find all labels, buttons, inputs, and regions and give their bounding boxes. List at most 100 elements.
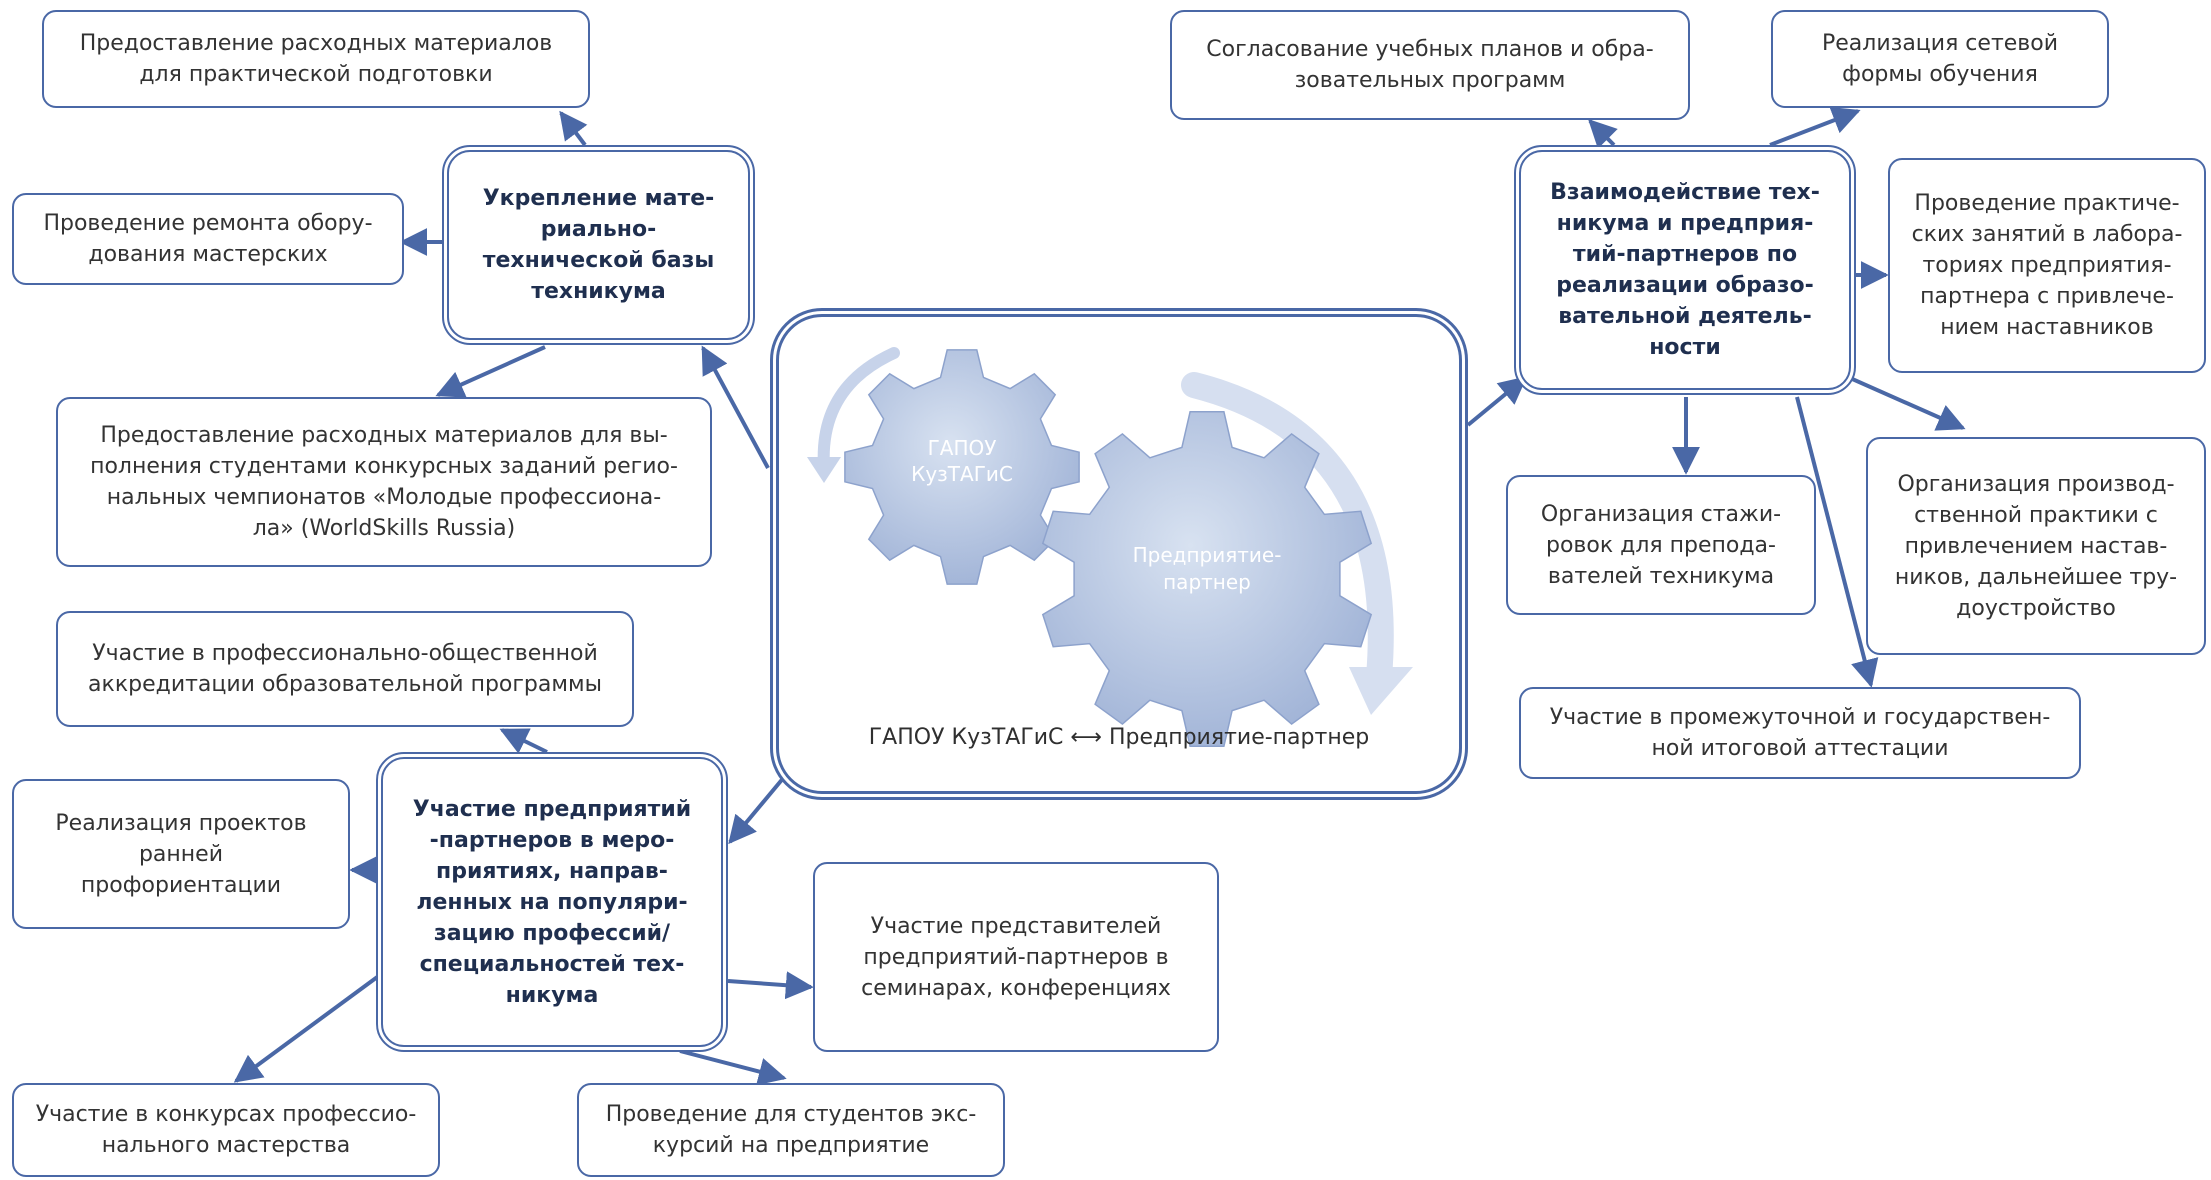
text-line: ровок для препода- bbox=[1545, 532, 1776, 558]
box-consumables-competitions-text: Предоставление расходных материалов для … bbox=[90, 420, 678, 544]
box-early-orientation-text: Реализация проектов ранней профориентаци… bbox=[55, 808, 306, 901]
hub-material-base: Укрепление мате- риально- технической ба… bbox=[442, 145, 755, 345]
text-line: Реализация проектов bbox=[55, 810, 307, 836]
arrow-center-to-material-base bbox=[701, 345, 770, 469]
text-line: нального мастерства bbox=[101, 1133, 351, 1158]
text-line: дования мастерских bbox=[88, 242, 328, 267]
hub-interaction: Взаимодействие тех- никума и предприя- т… bbox=[1514, 145, 1856, 395]
text-line: ности bbox=[1649, 335, 1721, 360]
text-line: Укрепление мате- bbox=[482, 186, 715, 211]
rotation-arrowhead-small-icon bbox=[807, 457, 841, 483]
text-line: для практической подготовки bbox=[139, 62, 493, 87]
arrow-center-to-popularization bbox=[728, 768, 792, 845]
text-line: приятиях, направ- bbox=[436, 858, 668, 884]
box-seminars-text: Участие представителей предприятий-партн… bbox=[861, 911, 1171, 1004]
text-line: техникума bbox=[531, 279, 666, 304]
box-excursions-text: Проведение для студентов экс- курсий на … bbox=[606, 1099, 977, 1161]
arrow-interaction-to-curriculum bbox=[1588, 119, 1618, 149]
text-line: ранней bbox=[138, 841, 224, 867]
hub-interaction-text: Взаимодействие тех- никума и предприя- т… bbox=[1550, 177, 1820, 363]
arrow-popularization-to-seminars bbox=[727, 971, 814, 1000]
hub-popularization-text: Участие предприятий -партнеров в меро- п… bbox=[413, 794, 691, 1011]
text-line: ториях предприятия- bbox=[1922, 253, 2172, 278]
text-line: Организация производ- bbox=[1897, 471, 2175, 497]
text-line: нальных чемпионатов «Молодые профессиона… bbox=[106, 485, 662, 510]
rotation-arc-large-icon bbox=[1181, 372, 1394, 690]
text-line: Предоставление расходных материалов bbox=[79, 31, 553, 56]
gear-small-label-line2: КузТАГиС bbox=[911, 462, 1013, 486]
text-line: ских занятий в лабора- bbox=[1911, 222, 2183, 247]
box-attestation: Участие в промежуточной и государствен- … bbox=[1519, 687, 2081, 779]
text-line: Предоставление расходных материалов для … bbox=[100, 423, 668, 448]
box-accreditation-text: Участие в профессионально-общественной а… bbox=[88, 638, 602, 700]
box-practical-classes-text: Проведение практиче- ских занятий в лабо… bbox=[1912, 188, 2183, 343]
box-attestation-text: Участие в промежуточной и государствен- … bbox=[1550, 702, 2051, 764]
text-line: доустройство bbox=[1956, 595, 2116, 621]
text-line: зовательных программ bbox=[1294, 68, 1566, 93]
center-panel: ГАПОУ КузТАГиС Предприятие- партнер ГАПО… bbox=[770, 308, 1468, 800]
text-line: технической базы bbox=[482, 248, 715, 273]
gear-large-label-line1: Предприятие- bbox=[1133, 543, 1282, 567]
hub-material-base-text: Укрепление мате- риально- технической ба… bbox=[483, 183, 715, 307]
gear-small-label-line1: ГАПОУ bbox=[928, 436, 997, 460]
arrow-center-to-interaction bbox=[1466, 376, 1528, 427]
box-accreditation: Участие в профессионально-общественной а… bbox=[56, 611, 634, 727]
gears-graphic: ГАПОУ КузТАГиС Предприятие- партнер bbox=[807, 347, 1413, 747]
text-line: аккредитации образовательной программы bbox=[88, 672, 602, 697]
box-internships-text: Организация стажи- ровок для препода- ва… bbox=[1541, 499, 1781, 592]
text-line: Участие в промежуточной и государствен- bbox=[1549, 705, 2051, 730]
center-caption: ГАПОУ КузТАГиС ⟷ Предприятие-партнер bbox=[779, 725, 1459, 750]
arrow-material-to-competitions bbox=[435, 345, 546, 398]
text-line: Проведение практиче- bbox=[1914, 191, 2180, 216]
box-curriculum-text: Согласование учебных планов и обра- зова… bbox=[1206, 34, 1653, 96]
box-network-form: Реализация сетевой формы обучения bbox=[1771, 10, 2109, 108]
text-line: Участие представителей bbox=[870, 913, 1162, 939]
text-line: Участие в конкурсах профессио- bbox=[35, 1102, 417, 1127]
text-line: Реализация сетевой bbox=[1821, 31, 2059, 56]
gear-small-icon bbox=[844, 349, 1080, 585]
text-line: Проведение для студентов экс- bbox=[605, 1102, 977, 1127]
text-line: специальностей тех- bbox=[419, 951, 685, 977]
text-line: вателей техникума bbox=[1547, 563, 1775, 589]
box-network-form-text: Реализация сетевой формы обучения bbox=[1822, 28, 2058, 90]
rotation-arc-small-icon bbox=[817, 347, 900, 473]
rotation-arrowhead-large-icon bbox=[1349, 667, 1413, 715]
text-line: риально- bbox=[540, 217, 657, 242]
text-line: нием наставников bbox=[1940, 315, 2154, 340]
text-line: Взаимодействие тех- bbox=[1550, 180, 1820, 205]
box-equipment-repair: Проведение ремонта обору- дования мастер… bbox=[12, 193, 404, 285]
text-line: никума bbox=[505, 982, 599, 1008]
arrow-material-to-consumables-practice bbox=[559, 110, 588, 147]
text-line: партнера с привлече- bbox=[1920, 284, 2174, 309]
box-internships: Организация стажи- ровок для препода- ва… bbox=[1506, 475, 1816, 615]
arrow-popularization-to-contests bbox=[233, 973, 382, 1083]
text-line: привлечением настав- bbox=[1904, 533, 2168, 559]
text-line: ла» (WorldSkills Russia) bbox=[252, 516, 516, 541]
text-line: Проведение ремонта обору- bbox=[43, 211, 373, 236]
box-seminars: Участие представителей предприятий-партн… bbox=[813, 862, 1219, 1052]
box-curriculum: Согласование учебных планов и обра- зова… bbox=[1170, 10, 1690, 120]
box-skill-contests: Участие в конкурсах профессио- нального … bbox=[12, 1083, 440, 1177]
text-line: предприятий-партнеров в bbox=[863, 944, 1169, 970]
gear-large-label-line2: партнер bbox=[1163, 570, 1251, 594]
text-line: ленных на популяри- bbox=[416, 889, 688, 915]
text-line: вательной деятель- bbox=[1558, 304, 1812, 329]
text-line: Организация стажи- bbox=[1540, 501, 1782, 527]
text-line: Участие предприятий bbox=[412, 796, 692, 822]
text-line: профориентации bbox=[80, 872, 282, 898]
text-line: Согласование учебных планов и обра- bbox=[1206, 37, 1654, 62]
arrow-interaction-to-industrial bbox=[1849, 376, 1966, 431]
box-skill-contests-text: Участие в конкурсах профессио- нального … bbox=[36, 1099, 417, 1161]
box-consumables-practice: Предоставление расходных материалов для … bbox=[42, 10, 590, 108]
text-line: зацию профессий/ bbox=[433, 920, 671, 946]
caption-right: Предприятие-партнер bbox=[1108, 725, 1370, 750]
hub-popularization: Участие предприятий -партнеров в меро- п… bbox=[376, 752, 728, 1052]
box-industrial-practice-text: Организация производ- ственной практики … bbox=[1895, 469, 2177, 624]
text-line: формы обучения bbox=[1842, 62, 2038, 87]
text-line: никума и предприя- bbox=[1556, 211, 1814, 236]
box-equipment-repair-text: Проведение ремонта обору- дования мастер… bbox=[43, 208, 372, 270]
box-practical-classes: Проведение практиче- ских занятий в лабо… bbox=[1888, 158, 2206, 373]
caption-left: ГАПОУ КузТАГиС bbox=[868, 725, 1064, 750]
text-line: курсий на предприятие bbox=[652, 1133, 930, 1158]
